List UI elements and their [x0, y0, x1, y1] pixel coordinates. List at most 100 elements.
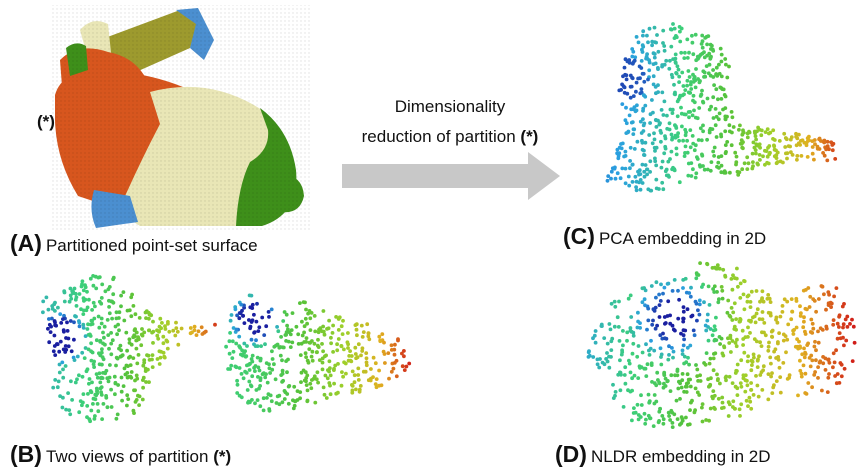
cloud-point [315, 370, 320, 375]
cloud-point [800, 352, 805, 357]
cloud-point [252, 312, 256, 317]
cloud-point [623, 365, 628, 370]
cloud-point [711, 75, 716, 79]
cloud-point [642, 153, 647, 158]
cloud-point [605, 178, 610, 183]
cloud-point [730, 287, 735, 292]
cloud-point [670, 107, 675, 112]
cloud-point [360, 335, 365, 339]
cloud-point [772, 143, 776, 148]
cloud-point [777, 365, 782, 370]
cloud-point [759, 344, 764, 348]
cloud-point [134, 338, 139, 343]
cloud-point [618, 176, 623, 181]
cloud-point [364, 363, 369, 368]
cloud-point [133, 400, 138, 404]
cloud-point [802, 355, 807, 360]
cloud-point [100, 282, 105, 287]
cloud-point [834, 381, 839, 386]
cloud-point [689, 285, 693, 290]
cloud-point [723, 273, 727, 278]
cloud-point [700, 402, 705, 406]
cloud-point [668, 418, 672, 422]
cloud-point [749, 289, 754, 294]
cloud-point [801, 363, 806, 368]
cloud-point [712, 338, 717, 343]
cloud-point [725, 140, 730, 144]
cloud-point [623, 181, 628, 186]
cloud-point [341, 318, 345, 323]
cloud-point [612, 166, 617, 171]
cloud-point [666, 281, 671, 286]
cloud-point [687, 115, 691, 120]
cloud-point [270, 349, 274, 354]
cloud-point [785, 377, 790, 381]
cloud-point [837, 331, 842, 335]
cloud-point [663, 144, 668, 149]
cloud-point [713, 351, 718, 356]
cloud-point [373, 382, 378, 386]
cloud-point [852, 340, 857, 345]
cloud-point [69, 296, 74, 301]
cloud-point [810, 321, 815, 326]
cloud-point [294, 324, 299, 329]
cloud-point [113, 392, 117, 397]
cloud-point [676, 316, 681, 321]
cloud-point [65, 329, 70, 333]
cloud-point [90, 380, 94, 385]
cloud-point [662, 99, 667, 104]
cloud-point [825, 139, 830, 144]
cloud-point [639, 393, 643, 398]
cloud-point [760, 289, 765, 294]
cloud-point [711, 368, 716, 373]
cloud-point [656, 90, 660, 94]
cloud-point [620, 102, 625, 106]
cloud-point [267, 408, 272, 413]
cloud-point [687, 362, 691, 367]
cloud-point [147, 316, 151, 321]
cloud-point [841, 325, 845, 330]
cloud-point [273, 377, 278, 382]
cloud-point [730, 339, 735, 343]
cloud-point [647, 60, 652, 65]
cloud-point [767, 144, 772, 148]
cloud-point [640, 286, 645, 291]
cloud-point [46, 307, 51, 312]
cloud-point [391, 366, 396, 371]
cloud-point [364, 356, 369, 361]
cloud-point [233, 364, 238, 369]
cloud-point [392, 352, 397, 357]
cloud-point [702, 75, 706, 79]
cloud-point [670, 323, 675, 328]
cloud-point [688, 343, 693, 348]
cloud-point [665, 379, 670, 384]
cloud-point [623, 381, 628, 386]
cloud-point [247, 368, 252, 372]
cloud-point [133, 388, 138, 393]
cloud-point [354, 387, 358, 392]
cloud-point [616, 325, 621, 329]
cloud-point [641, 71, 646, 76]
cloud-point [240, 348, 245, 353]
cloud-point [640, 138, 644, 143]
cloud-point [653, 159, 658, 164]
cloud-point [714, 135, 719, 139]
cloud-point [382, 340, 386, 345]
cloud-point [769, 329, 774, 334]
cloud-point [392, 361, 397, 365]
cloud-point [802, 315, 806, 320]
cloud-point [683, 133, 688, 138]
cloud-point [254, 388, 259, 392]
cloud-point [88, 332, 92, 337]
cloud-point [740, 167, 745, 172]
cloud-point [696, 308, 700, 313]
cloud-point [689, 174, 694, 178]
cloud-point [757, 317, 762, 321]
cloud-point [808, 294, 813, 299]
cloud-point [90, 350, 95, 355]
pca-cloud [605, 22, 838, 193]
cloud-point [794, 296, 799, 301]
cloud-point [104, 394, 108, 398]
cloud-point [615, 171, 620, 176]
cloud-point [642, 121, 647, 126]
